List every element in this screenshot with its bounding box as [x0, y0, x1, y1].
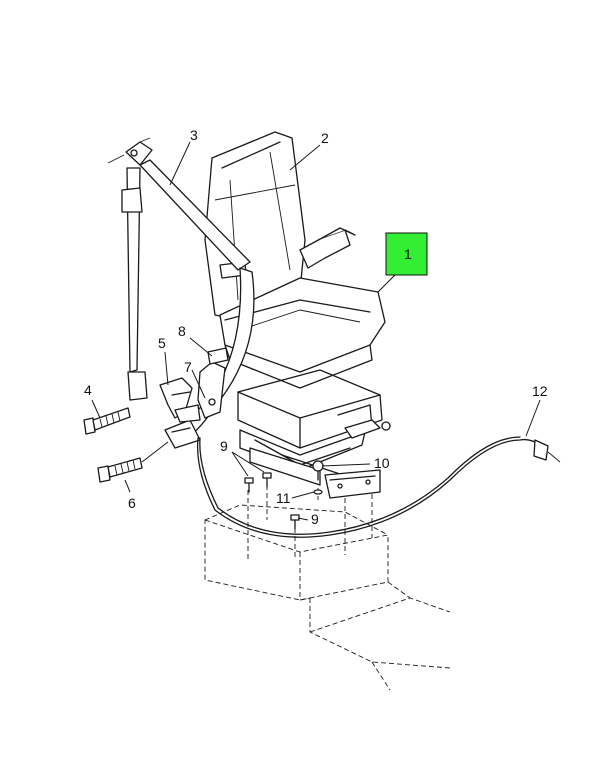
bolts-part-9 — [244, 472, 300, 530]
leader-line-5 — [164, 351, 169, 386]
leader-line-11 — [291, 491, 315, 499]
bolt-part-6 — [97, 441, 169, 483]
callout-4[interactable]: 4 — [84, 382, 92, 398]
seat-pedestal-base — [204, 472, 451, 691]
harness-cable-part-12 — [196, 436, 561, 538]
bolt-part-4 — [83, 407, 131, 435]
leader-line-10 — [321, 463, 371, 467]
leader-line-9a — [231, 451, 265, 477]
callout-9a[interactable]: 9 — [220, 438, 228, 454]
seat-belt-webbing — [107, 137, 255, 449]
highlight-box-part-1[interactable] — [385, 232, 428, 276]
callout-1[interactable]: 1 — [404, 246, 412, 262]
washer-part-11 — [313, 489, 323, 495]
leader-line-7 — [191, 369, 206, 399]
callout-2[interactable]: 2 — [321, 130, 329, 146]
leader-line-2 — [289, 144, 321, 171]
buckle-bracket — [159, 377, 201, 423]
buckle-receiver — [197, 361, 226, 419]
leader-line-3 — [169, 141, 191, 186]
callout-10[interactable]: 10 — [374, 455, 390, 471]
callout-8[interactable]: 8 — [178, 323, 186, 339]
part-8-connector — [207, 347, 229, 365]
callout-12[interactable]: 12 — [532, 383, 548, 399]
callout-3[interactable]: 3 — [190, 127, 198, 143]
callout-5[interactable]: 5 — [158, 335, 166, 351]
callout-9b[interactable]: 9 — [311, 511, 319, 527]
callout-6[interactable]: 6 — [128, 495, 136, 511]
callout-11[interactable]: 11 — [276, 490, 291, 506]
seat-suspension — [237, 369, 391, 499]
leader-line-12 — [525, 399, 541, 437]
leader-line-8 — [189, 337, 213, 357]
leader-line-4 — [91, 399, 101, 419]
leader-line-9b — [297, 517, 309, 521]
leader-line-6 — [124, 479, 131, 493]
callout-7[interactable]: 7 — [184, 359, 192, 375]
